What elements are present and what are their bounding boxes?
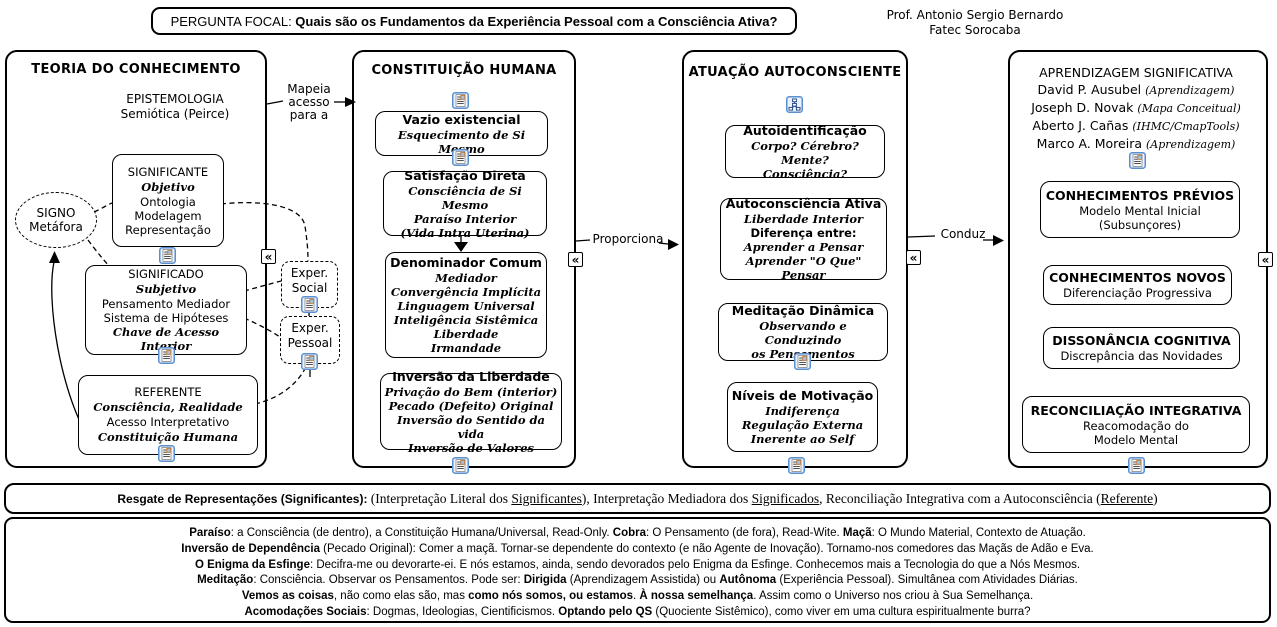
- col2-title: CONSTITUIÇÃO HUMANA: [371, 63, 557, 78]
- resgate-bar: Resgate de Representações (Significantes…: [4, 483, 1271, 514]
- notes-block: Paraíso: a Consciência (de dentro), a Co…: [4, 517, 1271, 623]
- resource-icon[interactable]: [452, 92, 469, 109]
- resource-icon[interactable]: [301, 353, 318, 370]
- col3-title: ATUAÇÃO AUTOCONSCIENTE: [688, 65, 902, 80]
- resource-icon[interactable]: [1128, 457, 1145, 474]
- resource-icon[interactable]: [794, 353, 811, 370]
- resource-icon[interactable]: [452, 457, 469, 474]
- col1-title: TEORIA DO CONHECIMENTO: [31, 62, 241, 77]
- link-proporciona[interactable]: Proporciona: [592, 232, 664, 246]
- resource-icon[interactable]: [452, 149, 469, 166]
- resource-icon[interactable]: [158, 445, 175, 462]
- resource-icon[interactable]: [158, 347, 175, 364]
- collapse-icon[interactable]: «: [906, 250, 921, 265]
- column-atuacao: ATUAÇÃO AUTOCONSCIENTE Autoidentificação…: [682, 50, 908, 468]
- resource-icon[interactable]: [788, 457, 805, 474]
- collapse-icon[interactable]: «: [1258, 252, 1273, 267]
- link-conduz[interactable]: Conduz: [940, 227, 986, 241]
- concept-map-icon[interactable]: [786, 96, 803, 113]
- focal-question[interactable]: PERGUNTA FOCAL: Quais são os Fundamentos…: [151, 7, 797, 35]
- collapse-icon[interactable]: «: [261, 249, 276, 264]
- resource-icon[interactable]: [1129, 152, 1146, 169]
- resource-icon[interactable]: [159, 247, 176, 264]
- resource-icon[interactable]: [301, 296, 318, 313]
- collapse-icon[interactable]: «: [568, 252, 583, 267]
